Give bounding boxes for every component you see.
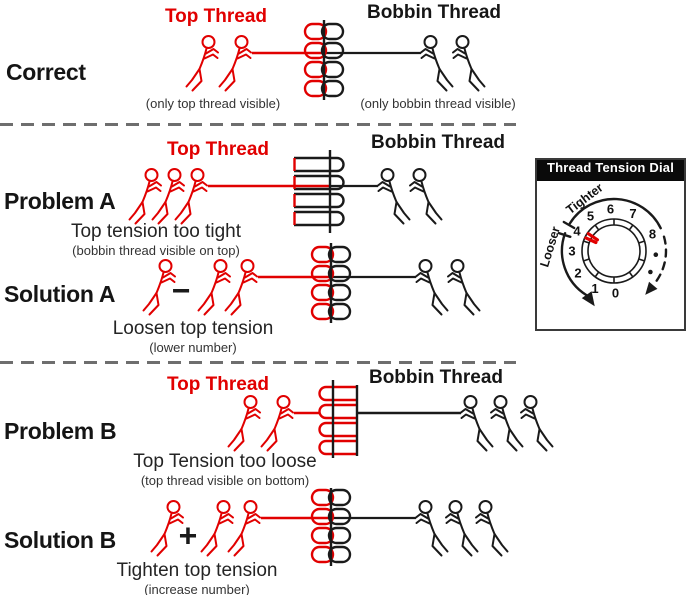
dial-number: 4	[573, 224, 581, 239]
top-thread-team	[150, 500, 261, 557]
bobbin-thread-team	[415, 259, 481, 316]
problem-a-scene	[128, 150, 443, 235]
solution-a-caption: Loosen top tension	[112, 318, 274, 339]
solution-b-section-label: Solution B	[4, 527, 116, 553]
correct-scene	[185, 18, 486, 102]
problem-b-top-thread-label: Top Thread	[166, 374, 270, 395]
bobbin-thread-team	[415, 500, 509, 557]
section-divider	[0, 123, 516, 126]
solution-b-subcaption: (increase number)	[144, 582, 250, 595]
stick-figure	[447, 259, 481, 316]
correct-top-thread-label: Top Thread	[164, 6, 268, 27]
stick-figure	[415, 259, 449, 316]
problem-a-caption: Top tension too tight	[70, 221, 242, 242]
stick-figure	[142, 259, 176, 316]
stick-figure	[185, 35, 219, 92]
problem-a-bobbin-thread-label: Bobbin Thread	[370, 132, 506, 153]
stick-figure	[224, 259, 258, 316]
bobbin-thread-team	[420, 35, 486, 92]
problem-b-section-label: Problem B	[4, 418, 117, 444]
minus-operator: −	[171, 272, 191, 309]
stick-figure	[460, 395, 494, 452]
dial-number: 7	[629, 206, 636, 221]
top-thread-team	[185, 35, 252, 92]
correct-section-label: Correct	[6, 59, 86, 85]
thread-tension-dial-panel: Thread Tension Dial 0 1 2	[535, 158, 686, 331]
balanced-stitch-glyph	[310, 243, 352, 325]
stick-figure	[452, 35, 486, 92]
dial-ring	[581, 218, 647, 284]
tight-stitch-glyph	[292, 150, 345, 235]
dial-number: 1	[591, 281, 598, 296]
stick-figure	[445, 500, 479, 557]
balanced-stitch-glyph	[310, 488, 352, 568]
stick-figure	[200, 500, 234, 557]
stick-figure	[415, 500, 449, 557]
stick-figure	[475, 500, 509, 557]
stick-figure	[227, 500, 261, 557]
stick-figure	[227, 395, 261, 452]
dial-dot	[653, 252, 659, 257]
stick-figure	[520, 395, 554, 452]
stick-figure	[420, 35, 454, 92]
tighter-label: Tighter	[564, 181, 606, 217]
section-divider	[0, 361, 516, 364]
dial-title: Thread Tension Dial	[537, 160, 684, 181]
plus-operator: +	[178, 517, 198, 554]
top-thread-team	[227, 395, 294, 452]
stick-figure	[490, 395, 524, 452]
stick-figure	[197, 259, 231, 316]
correct-top-caption: (only top thread visible)	[145, 96, 281, 111]
problem-a-top-thread-label: Top Thread	[166, 139, 270, 160]
correct-bobbin-thread-label: Bobbin Thread	[366, 2, 502, 23]
problem-b-bobbin-thread-label: Bobbin Thread	[368, 367, 504, 388]
dial-number: 0	[612, 286, 619, 301]
top-thread-team	[142, 259, 258, 316]
dial-number: 2	[574, 266, 581, 281]
top-thread-team	[128, 168, 208, 225]
dial-number: 3	[568, 244, 575, 259]
problem-b-caption: Top Tension too loose	[133, 451, 317, 472]
dial-number: 8	[649, 227, 656, 242]
solution-b-caption: Tighten top tension	[116, 560, 278, 581]
stick-figure	[377, 168, 411, 225]
looser-label: Looser	[537, 225, 563, 269]
solution-a-section-label: Solution A	[4, 281, 116, 307]
solution-a-subcaption: (lower number)	[149, 340, 237, 355]
solution-a-scene	[142, 243, 481, 325]
bobbin-thread-team	[460, 395, 554, 452]
dial-number: 5	[587, 209, 594, 224]
dial-graphic: 0 1 2 3 4 5 6 7 8	[537, 181, 668, 307]
looser-arrow	[557, 231, 595, 307]
dial-indicator-marks	[584, 232, 600, 245]
tighter-arrow	[562, 197, 668, 295]
problem-a-section-label: Problem A	[4, 188, 116, 214]
dial-dot	[648, 269, 653, 275]
problem-b-subcaption: (top thread visible on bottom)	[140, 473, 310, 488]
dial-numbers: 0 1 2 3 4 5 6 7 8	[568, 202, 659, 301]
dial-number: 6	[607, 202, 614, 217]
stick-figure	[218, 35, 252, 92]
loose-stitch-glyph	[318, 380, 359, 460]
stick-figure	[409, 168, 443, 225]
correct-bobbin-caption: (only bobbin thread visible)	[360, 96, 516, 111]
balanced-stitch-glyph	[303, 18, 345, 102]
problem-b-scene	[227, 380, 554, 460]
stick-figure	[260, 395, 294, 452]
bobbin-thread-team	[377, 168, 443, 225]
solution-b-scene	[150, 488, 509, 568]
problem-a-subcaption: (bobbin thread visible on top)	[72, 243, 240, 258]
